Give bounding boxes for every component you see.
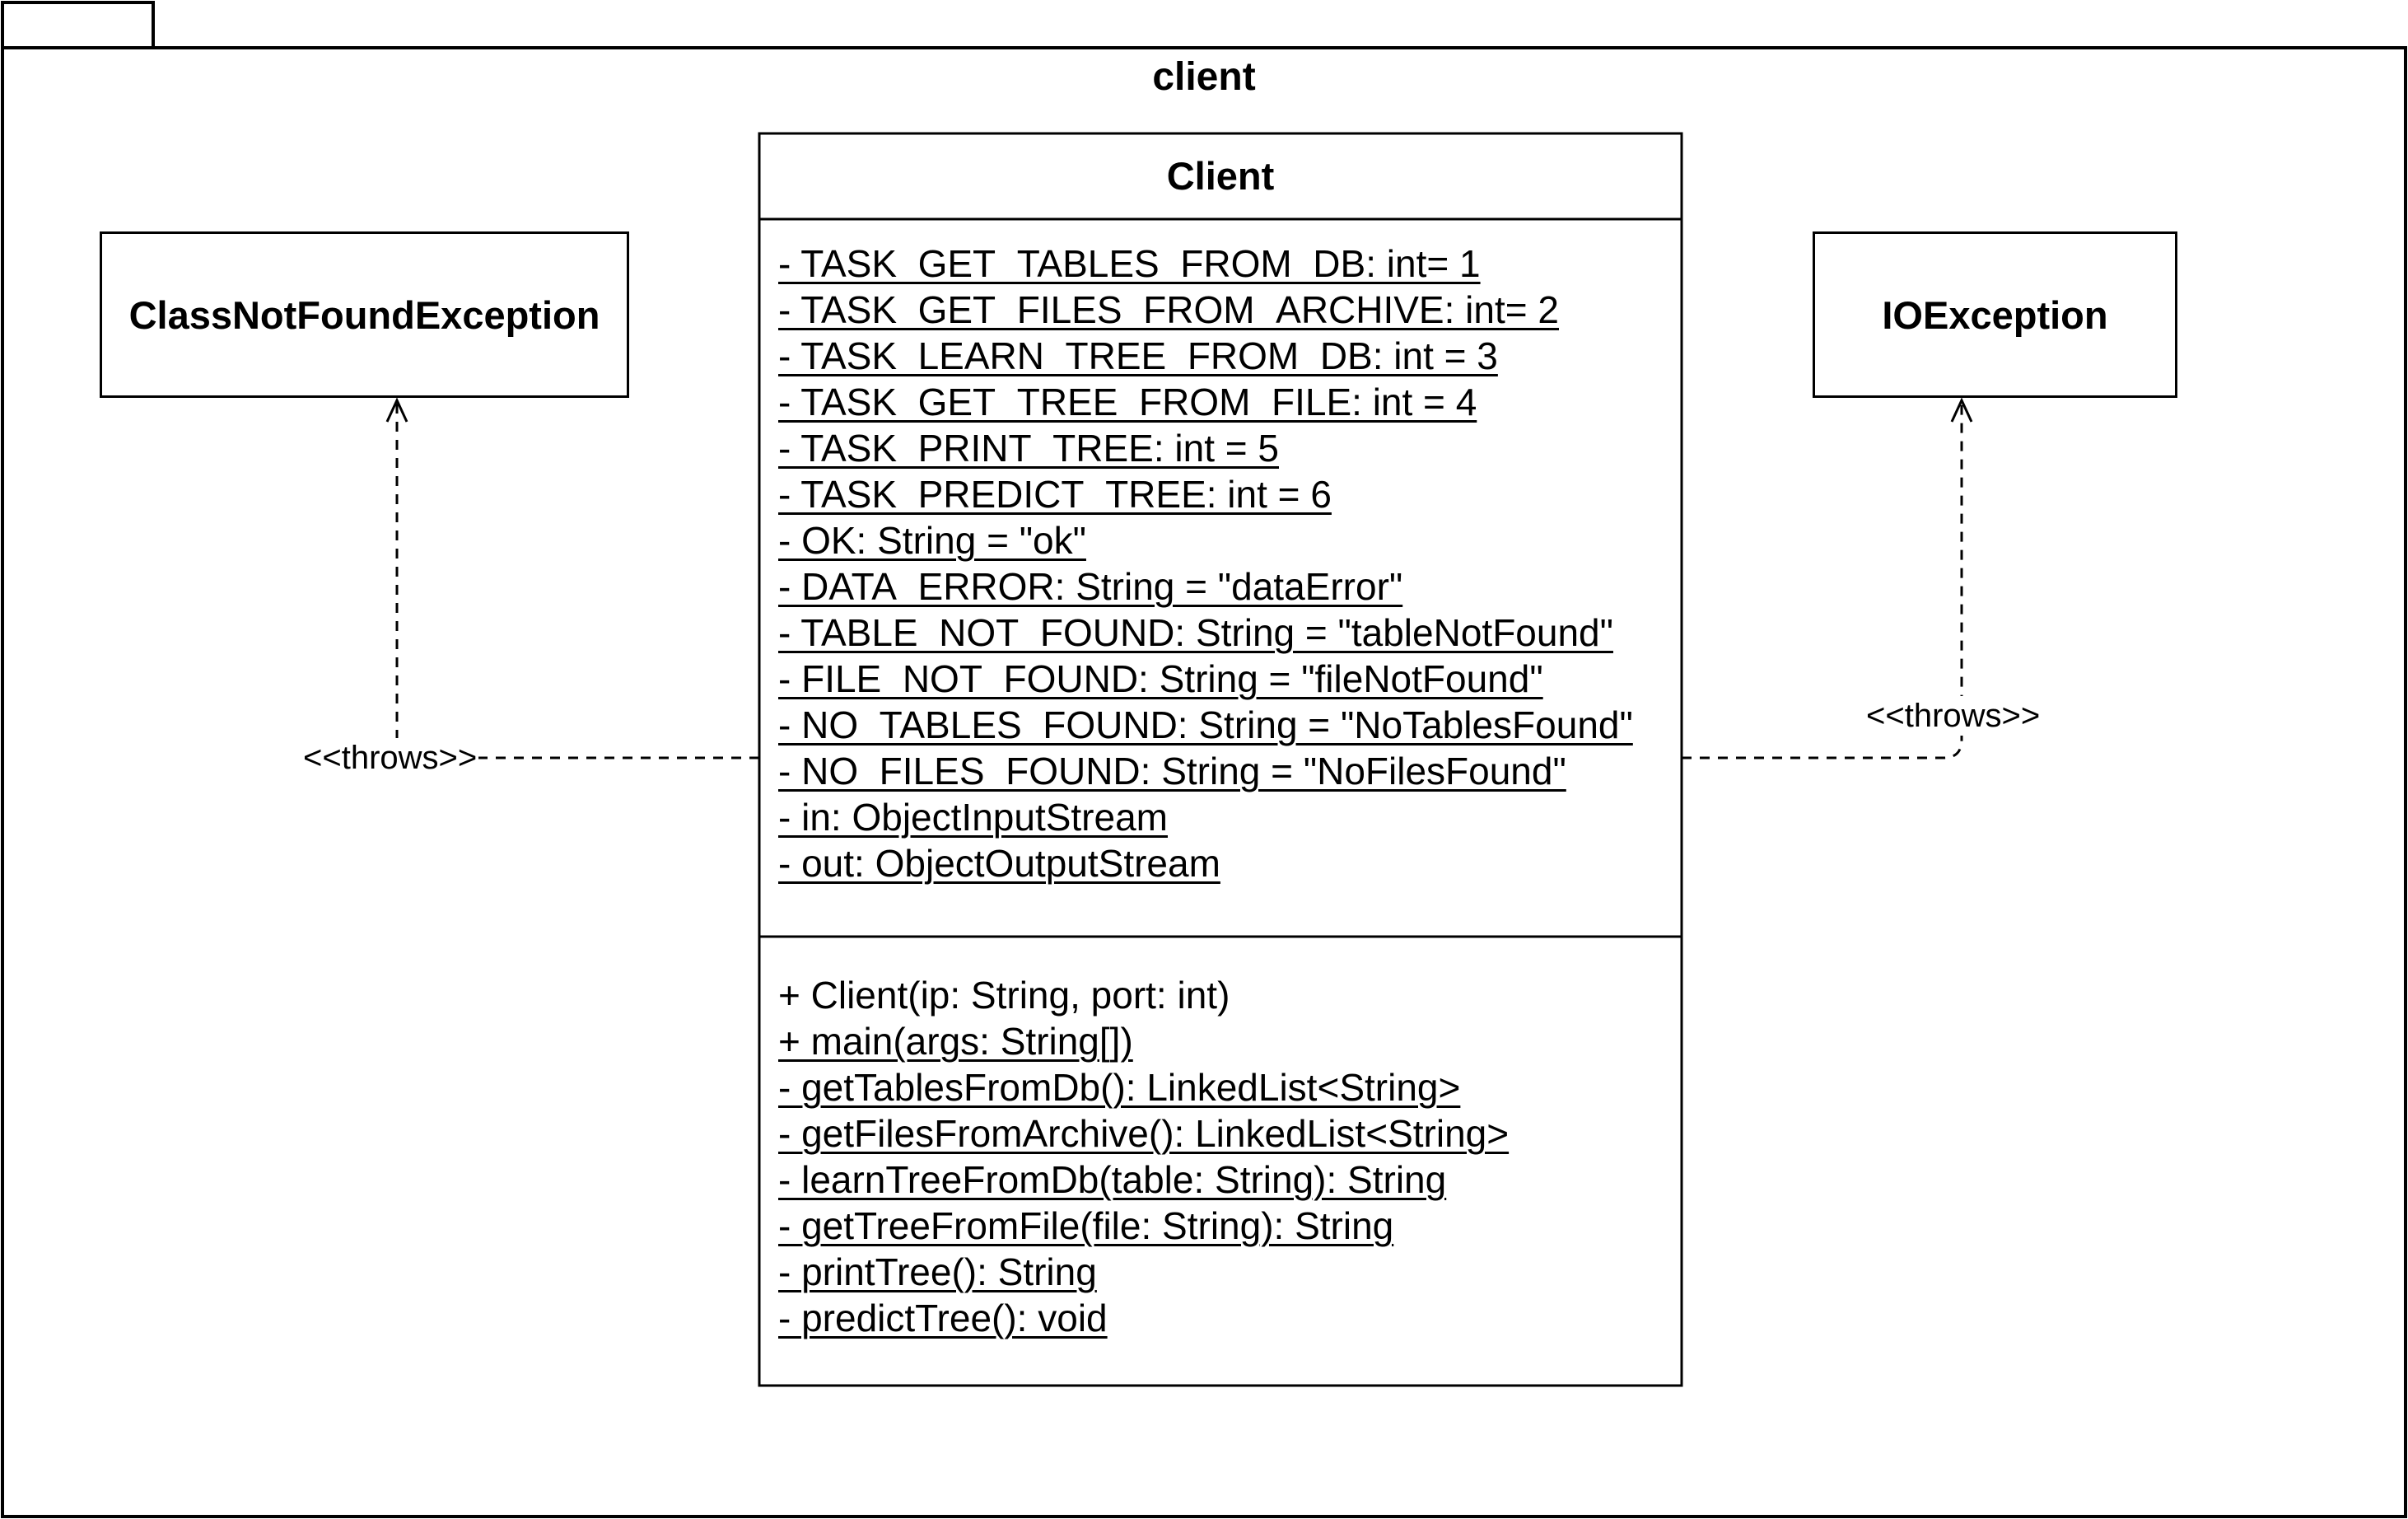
operation-item: - getTablesFromDb(): LinkedList<String> <box>778 1066 1461 1109</box>
class-not-found-exception-name: ClassNotFoundException <box>128 292 600 337</box>
client-operations-list: + Client(ip: String, port: int) + main(a… <box>778 972 1509 1341</box>
attribute-item: - NO_FILES_FOUND: String = "NoFilesFound… <box>778 750 1566 792</box>
throws-left-arrowhead <box>385 397 408 423</box>
attribute-item: - DATA_ERROR: String = "dataError" <box>778 565 1403 608</box>
operation-item: - getTreeFromFile(file: String): String <box>778 1204 1394 1247</box>
operation-item: - predictTree(): void <box>778 1297 1108 1339</box>
operation-item: + Client(ip: String, port: int) <box>778 974 1230 1017</box>
package-frame <box>1 46 2407 1518</box>
attribute-item: - TASK_PREDICT_TREE: int = 6 <box>778 473 1332 516</box>
attribute-item: - TASK_GET_TREE_FROM_FILE: int = 4 <box>778 381 1477 423</box>
attribute-item: - TASK_PRINT_TREE: int = 5 <box>778 427 1279 470</box>
attribute-item: - FILE_NOT_FOUND: String = "fileNotFound… <box>778 657 1543 700</box>
throws-left-label: <<throws>> <box>301 738 479 778</box>
attribute-item: - TASK_GET_TABLES_FROM_DB: int= 1 <box>778 242 1481 285</box>
throws-left-connector <box>395 400 759 760</box>
io-exception-name: IOException <box>1882 292 2108 337</box>
client-attributes-list: - TASK_GET_TABLES_FROM_DB: int= 1 - TASK… <box>778 241 1633 886</box>
attribute-item: - TABLE_NOT_FOUND: String = "tableNotFou… <box>778 611 1613 654</box>
operation-item: + main(args: String[]) <box>778 1020 1133 1063</box>
operation-item: - learnTreeFromDb(table: String): String <box>778 1158 1447 1201</box>
client-class-box[interactable] <box>758 132 1683 1387</box>
class-not-found-exception-box[interactable]: ClassNotFoundException <box>100 231 629 398</box>
io-exception-box[interactable]: IOException <box>1813 231 2177 398</box>
attribute-item: - NO_TABLES_FOUND: String = "NoTablesFou… <box>778 703 1633 746</box>
attribute-item: - OK: String = "ok" <box>778 519 1086 562</box>
attribute-item: - TASK_LEARN_TREE_FROM_DB: int = 3 <box>778 334 1498 377</box>
throws-right-label: <<throws>> <box>1864 696 2042 736</box>
operation-item: - printTree(): String <box>778 1250 1097 1293</box>
package-title: client <box>1152 55 1256 99</box>
attribute-item: - out: ObjectOutputStream <box>778 842 1220 885</box>
throws-right-arrowhead <box>1950 397 1973 423</box>
throws-right-connector <box>1682 400 1963 760</box>
operation-item: - getFilesFromArchive(): LinkedList<Stri… <box>778 1112 1510 1155</box>
attribute-item: - in: ObjectInputStream <box>778 796 1168 839</box>
client-class-name: Client <box>1166 154 1275 198</box>
package-tab <box>1 1 155 49</box>
attribute-item: - TASK_GET_FILES_FROM_ARCHIVE: int= 2 <box>778 288 1559 331</box>
